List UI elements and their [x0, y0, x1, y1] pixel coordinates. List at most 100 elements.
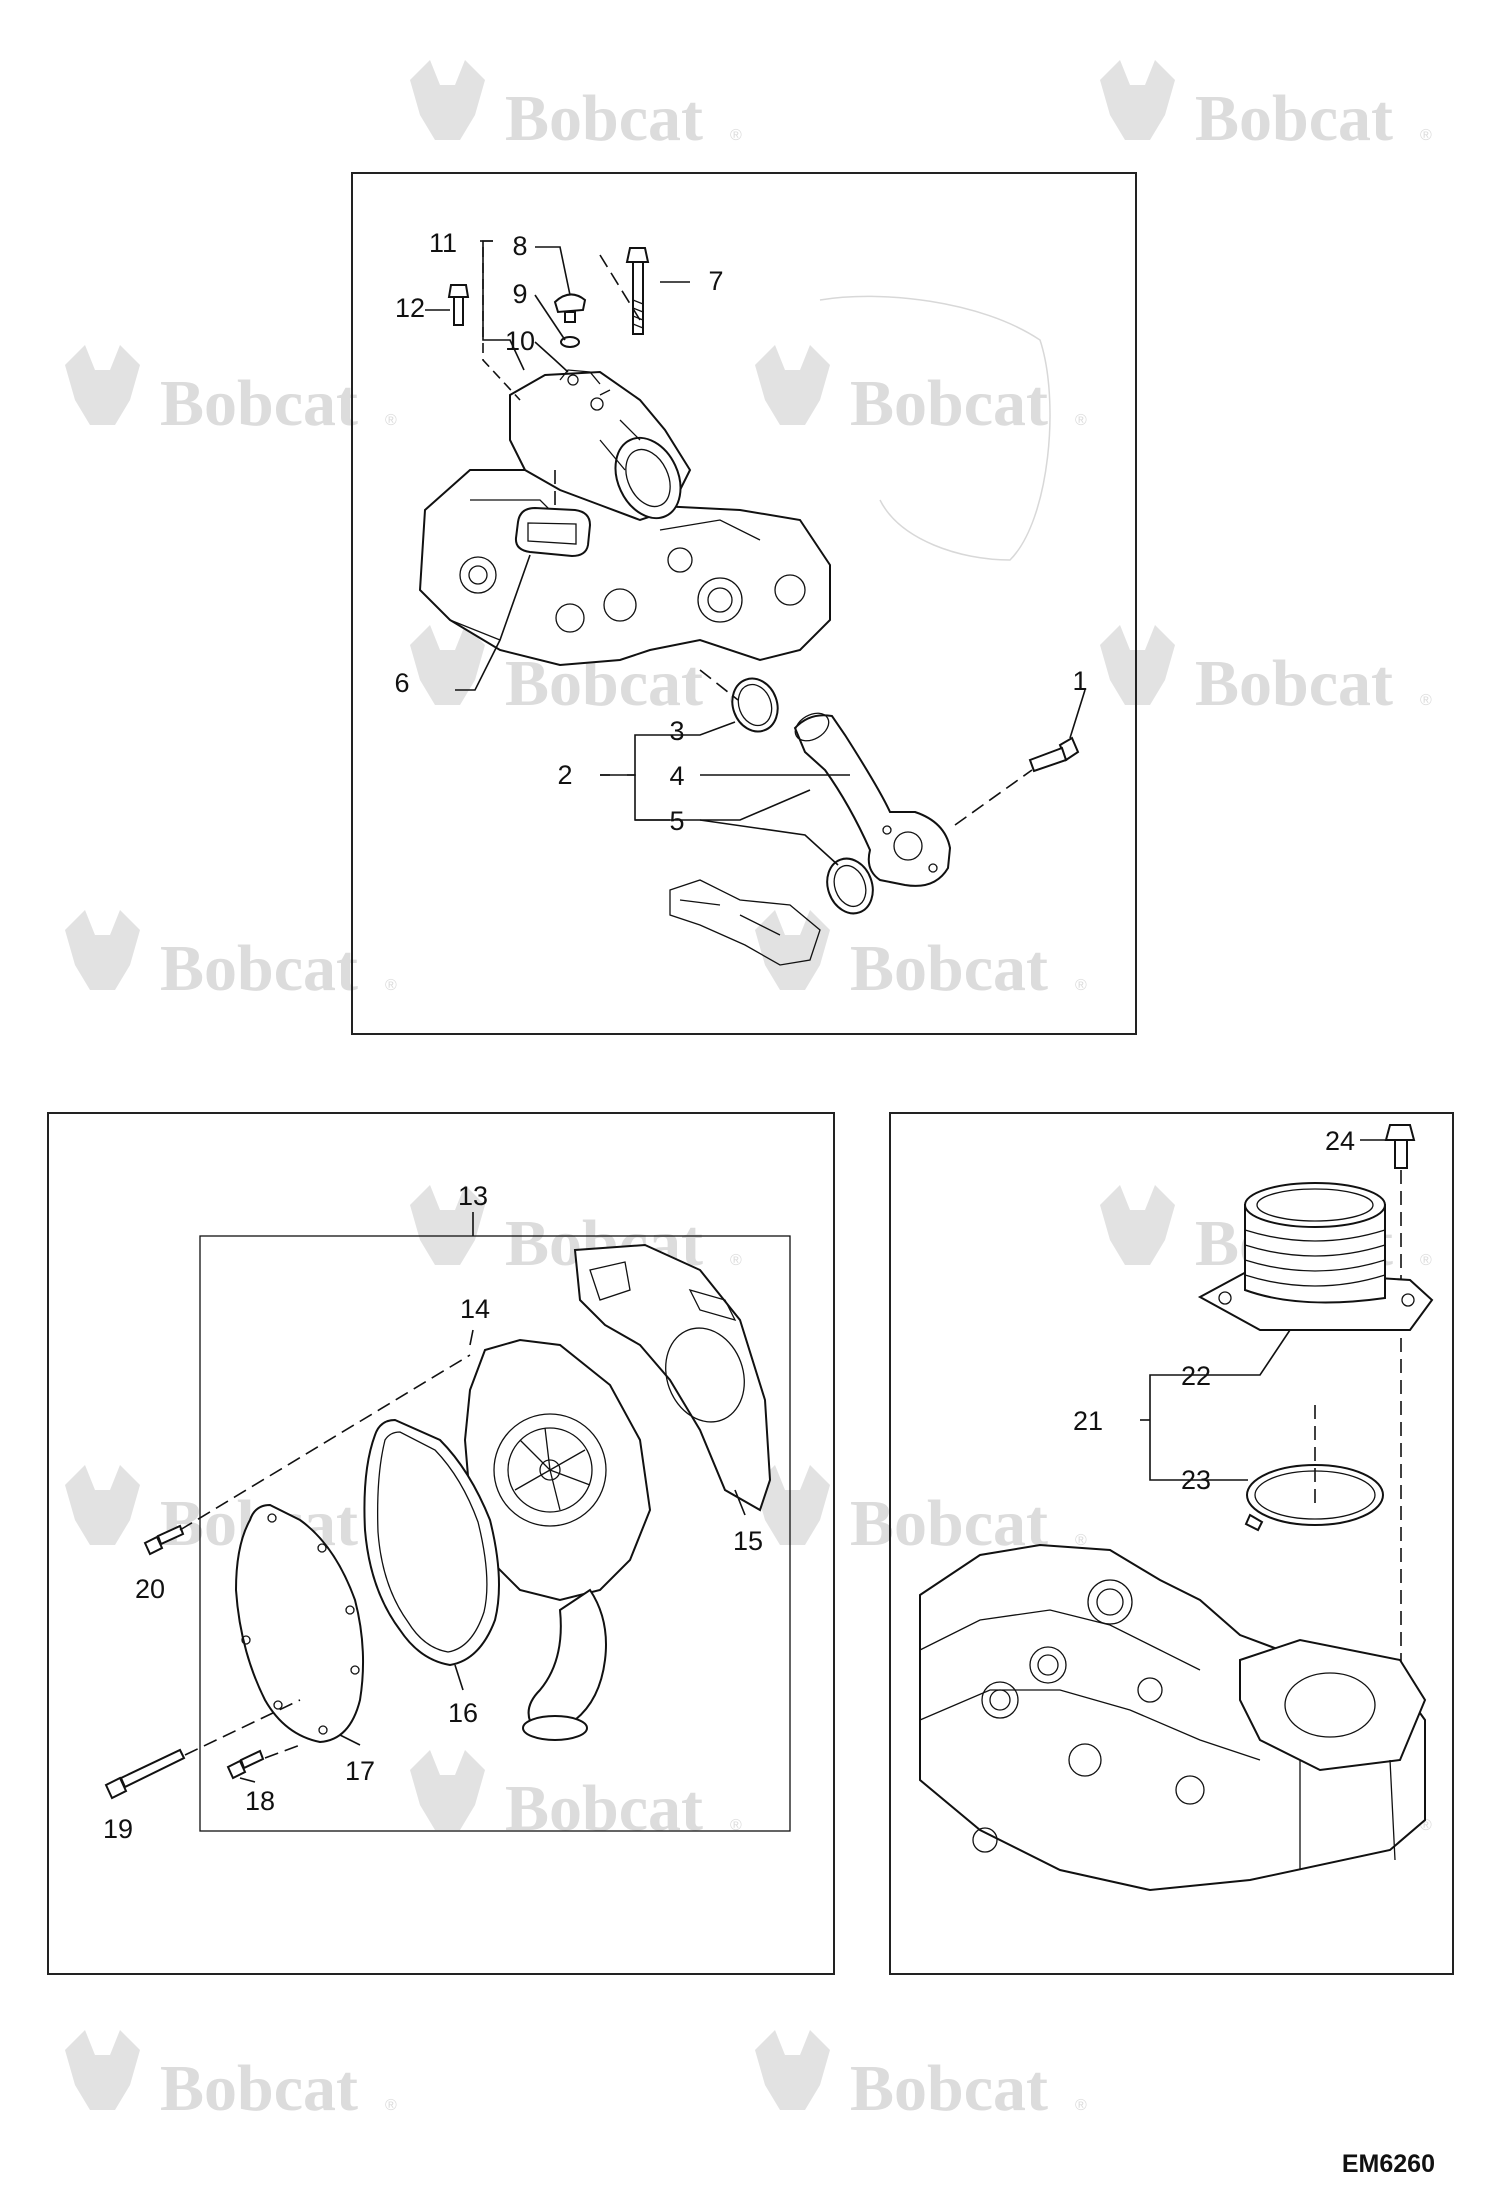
bobcat-logo-icon [1100, 60, 1175, 140]
plug-8 [553, 293, 587, 314]
bobcat-logo-icon [755, 1465, 830, 1545]
callout-15: 15 [733, 1526, 763, 1556]
cover-hole [345, 1605, 355, 1615]
bobcat-logo-icon [1100, 1185, 1175, 1265]
water-pump-housing [463, 1338, 652, 1602]
watermark: Bobcat ® [755, 910, 1087, 1005]
block-port [981, 1681, 1019, 1719]
bobcat-logo-icon [755, 345, 830, 425]
outlet-neck-top [1244, 1182, 1386, 1228]
watermark: Bobcat ® [755, 2030, 1087, 2125]
watermark: Bobcat ® [65, 1465, 397, 1560]
svg-text:®: ® [730, 1817, 742, 1834]
bolt-20-shank [156, 1524, 185, 1546]
callout-7: 7 [708, 266, 723, 296]
callout-11: 11 [429, 228, 457, 258]
callout-23: 23 [1181, 1465, 1211, 1495]
svg-text:®: ® [1075, 2097, 1087, 2114]
bottom-right-panel-frame [889, 1112, 1454, 1975]
bolt-12-shank [453, 296, 464, 326]
plate-15-slot [688, 1288, 737, 1322]
outlet-assembly [919, 1124, 1434, 1892]
watermark: Bobcat ® [755, 345, 1087, 440]
bobcat-logo-icon [410, 1185, 485, 1265]
bobcat-logo-icon [410, 60, 485, 140]
outlet-neck-ribs [1244, 1229, 1386, 1287]
cover-hole [318, 1725, 328, 1735]
svg-text:Bobcat: Bobcat [1195, 647, 1393, 720]
bobcat-logo-icon [1100, 625, 1175, 705]
pad-legs [1299, 1759, 1396, 1870]
bolt-7-thread [632, 299, 644, 329]
watermark: Bobcat ® [65, 910, 397, 1005]
watermark: Bobcat ® [755, 1465, 1087, 1560]
cover-hole [273, 1700, 283, 1710]
bolt-19-shank [119, 1748, 186, 1789]
bobcat-logo-icon [65, 1465, 140, 1545]
callout-10: 10 [505, 326, 535, 356]
svg-text:®: ® [385, 2097, 397, 2114]
bobcat-logo-icon [65, 2030, 140, 2110]
svg-text:®: ® [1075, 412, 1087, 429]
tube-flange-hole [928, 863, 938, 873]
o-ring-3 [731, 677, 779, 733]
svg-text:Bobcat: Bobcat [850, 1487, 1048, 1560]
callout-19: 19 [103, 1814, 133, 1844]
callout-24: 24 [1325, 1126, 1355, 1156]
flange-hole [1401, 1293, 1415, 1307]
gasket-6-inner [527, 522, 577, 545]
top-panel-frame [351, 172, 1137, 1035]
block-port [972, 1827, 998, 1853]
svg-text:®: ® [730, 1252, 742, 1269]
gasket-16-inner [376, 1431, 488, 1653]
block-port-inner [1037, 1654, 1059, 1676]
callout-8: 8 [512, 231, 527, 261]
callout-13: 13 [458, 1181, 488, 1211]
callout-22: 22 [1181, 1361, 1211, 1391]
watermark: Bobcat ® [410, 60, 742, 155]
bobcat-logo-icon [65, 910, 140, 990]
bolt-20-head [143, 1535, 164, 1556]
bolt-18-shank [239, 1749, 265, 1770]
outlet-neck-bore [1256, 1188, 1374, 1222]
bobcat-logo-icon [755, 2030, 830, 2110]
head-port [459, 556, 497, 594]
housing-bolt-hole [590, 397, 604, 411]
gasket-16 [363, 1418, 500, 1667]
head-port [667, 547, 693, 573]
impeller-blades [514, 1427, 591, 1511]
coolant-tube-4 [793, 714, 952, 887]
bolt-12-head [447, 284, 470, 298]
flange-hole [1218, 1291, 1232, 1305]
water-pump-kit-frame [199, 1235, 791, 1832]
bolt-7-head [625, 247, 650, 263]
block-port [1068, 1743, 1102, 1777]
tube-inlet [794, 712, 830, 742]
svg-text:Bobcat: Bobcat [505, 82, 703, 155]
svg-text:Bobcat: Bobcat [160, 2052, 358, 2125]
o-ring-3-inner [737, 683, 773, 727]
bobcat-logo-icon [410, 625, 485, 705]
top-leader-lines [425, 240, 1086, 866]
engine-fragment-detail [679, 899, 781, 936]
block-port-inner [989, 1689, 1011, 1711]
cover-hole [317, 1543, 327, 1553]
tube-flange-bore [893, 831, 923, 861]
callout-2: 2 [557, 760, 572, 790]
housing-details [559, 369, 641, 471]
svg-text:®: ® [385, 412, 397, 429]
bobcat-logo-icon [65, 345, 140, 425]
bottom-left-panel-frame [47, 1112, 835, 1975]
callout-6: 6 [394, 668, 409, 698]
callout-4: 4 [669, 761, 684, 791]
callout-16: 16 [448, 1698, 478, 1728]
plate-15-cutout [589, 1261, 631, 1301]
bolt-1-shank [1028, 746, 1068, 773]
callout-14: 14 [460, 1294, 490, 1324]
svg-text:Bobcat: Bobcat [850, 932, 1048, 1005]
ghost-outline [819, 295, 1051, 561]
svg-text:Bobcat: Bobcat [850, 2052, 1048, 2125]
svg-text:Bobcat: Bobcat [850, 367, 1048, 440]
block-contour-lines [919, 1609, 1261, 1761]
watermark: Bobcat ® [410, 1750, 742, 1845]
